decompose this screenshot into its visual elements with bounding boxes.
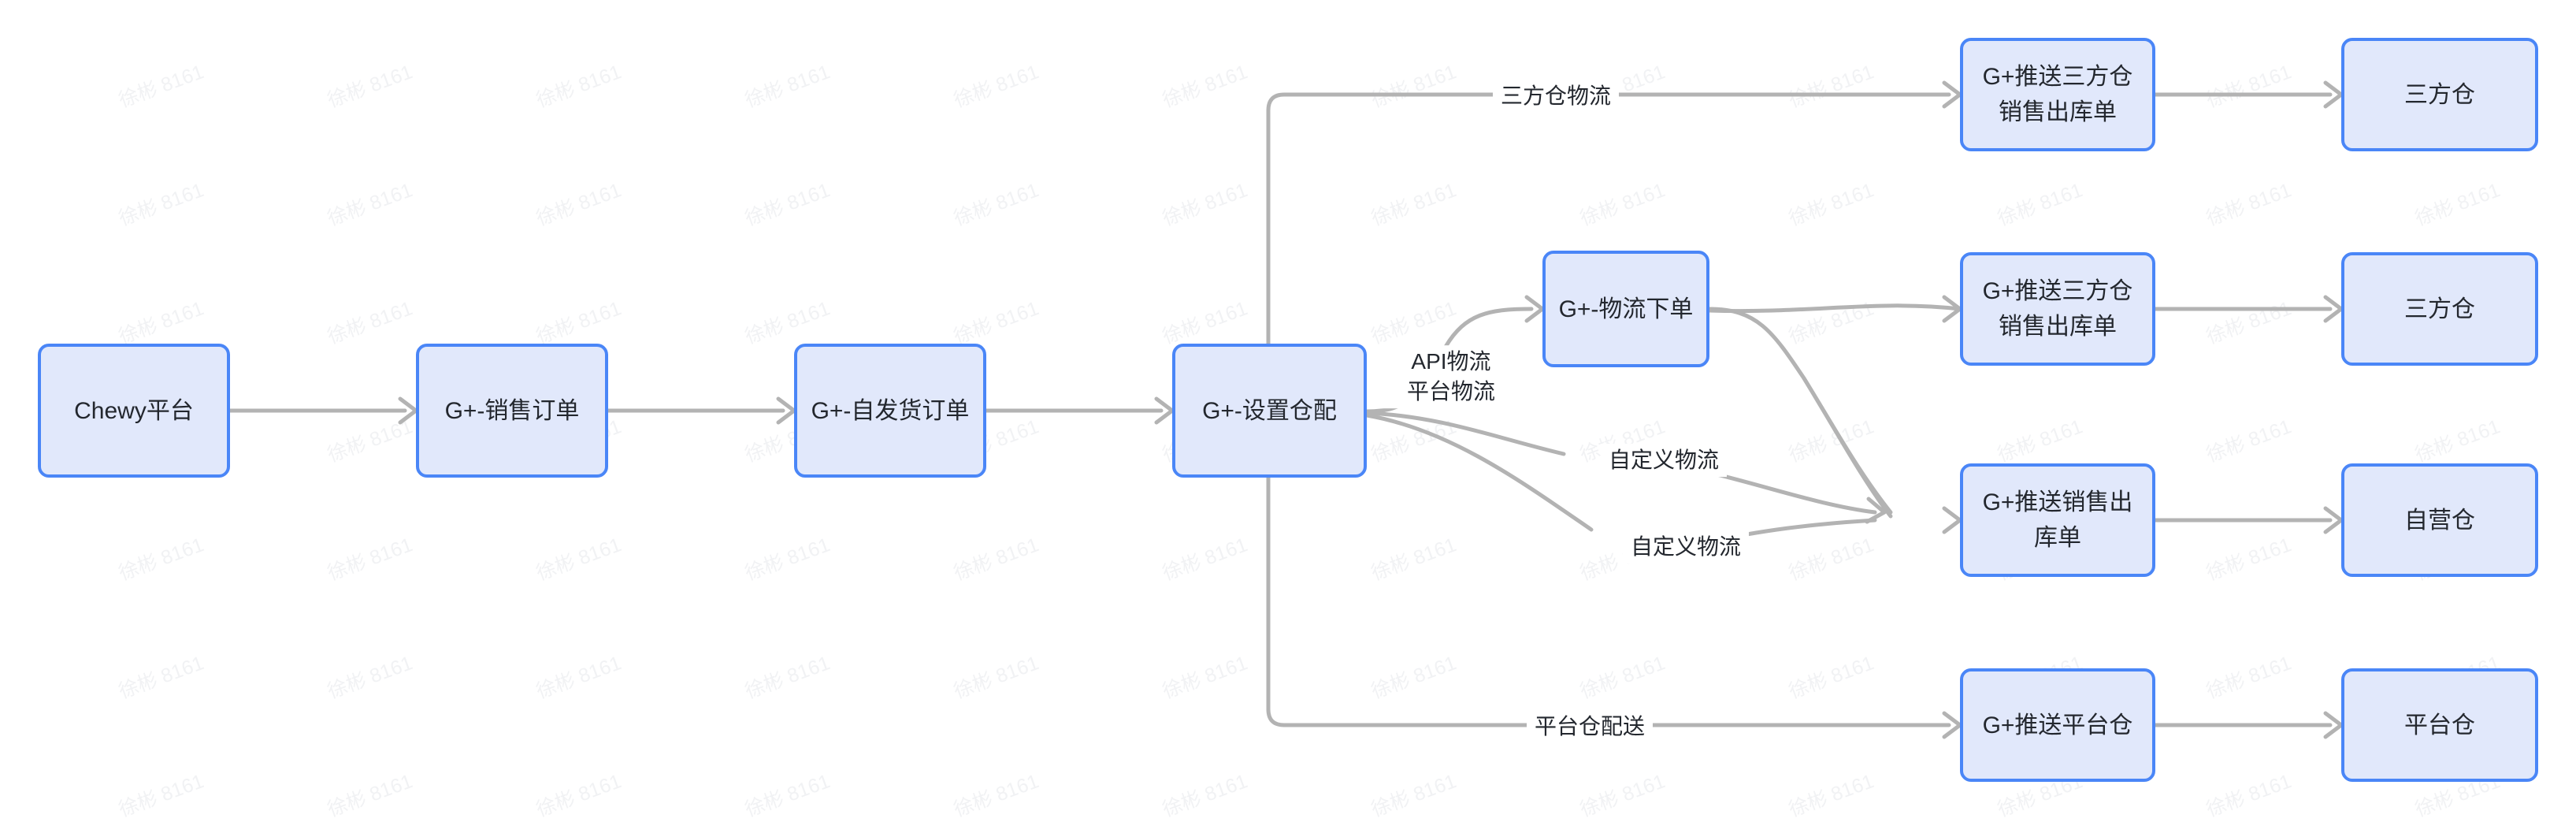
node-warehouse-self-operated[interactable]: 自营仓: [2341, 463, 2538, 577]
edge-label-custom-logistics-lower: 自定义物流: [1622, 530, 1750, 564]
node-label: G+-设置仓配: [1202, 397, 1337, 424]
node-label: G+推送三方仓销售出库单: [1982, 278, 2133, 340]
node-push-sales-outbound[interactable]: G+推送销售出库单: [1960, 463, 2155, 577]
node-label: Chewy平台: [74, 397, 194, 424]
edge-label-custom-logistics-upper: 自定义物流: [1600, 444, 1728, 477]
node-label: G+-销售订单: [444, 397, 580, 424]
node-set-warehouse[interactable]: G+-设置仓配: [1172, 344, 1367, 478]
edge-label-api-platform-logistics: API物流 平台物流: [1376, 345, 1526, 408]
edge-label-line-2: 平台物流: [1406, 379, 1495, 404]
node-label: G+-物流下单: [1558, 296, 1694, 322]
node-label: 三方仓: [2404, 296, 2475, 322]
node-label: 自营仓: [2404, 507, 2475, 534]
node-label: 平台仓: [2404, 712, 2475, 738]
node-logistics-order[interactable]: G+-物流下单: [1542, 251, 1709, 367]
node-label: G+推送平台仓: [1982, 712, 2133, 738]
node-warehouse-platform[interactable]: 平台仓: [2341, 668, 2538, 782]
node-push-platform-warehouse[interactable]: G+推送平台仓: [1960, 668, 2155, 782]
edge-label-third-party-logistics: 三方仓物流: [1492, 80, 1620, 113]
node-push-third-party-outbound-2[interactable]: G+推送三方仓销售出库单: [1960, 252, 2155, 366]
node-sales-order[interactable]: G+-销售订单: [416, 344, 608, 478]
node-push-third-party-outbound-1[interactable]: G+推送三方仓销售出库单: [1960, 38, 2155, 151]
node-label: G+-自发货订单: [811, 397, 970, 424]
node-label: G+推送三方仓销售出库单: [1982, 64, 2133, 125]
node-chewy-platform[interactable]: Chewy平台: [38, 344, 230, 478]
node-warehouse-third-party-2[interactable]: 三方仓: [2341, 252, 2538, 366]
edge-label-platform-warehouse-delivery: 平台仓配送: [1526, 710, 1654, 743]
node-self-ship-order[interactable]: G+-自发货订单: [794, 344, 986, 478]
node-label: 三方仓: [2404, 81, 2475, 108]
node-warehouse-third-party-1[interactable]: 三方仓: [2341, 38, 2538, 151]
edge-label-line-1: API物流: [1411, 349, 1491, 374]
node-label: G+推送销售出库单: [1982, 489, 2133, 551]
